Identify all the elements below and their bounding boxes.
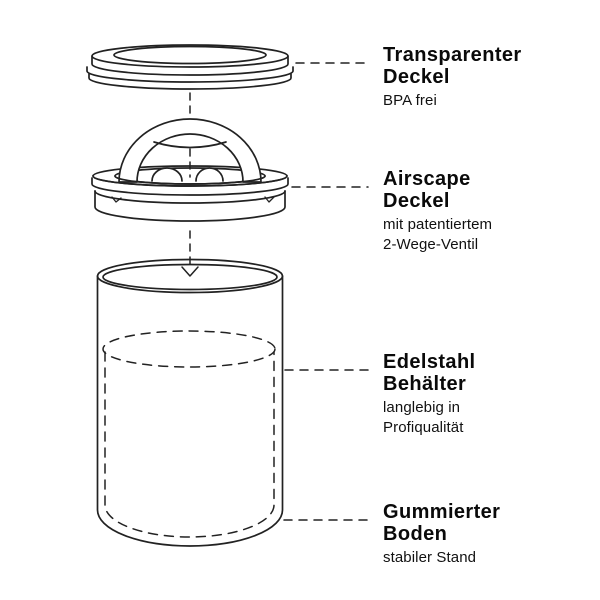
inner-wall-top-dashed (102, 330, 276, 368)
label-subtitle-line: stabiler Stand (383, 549, 477, 566)
leader-lines (283, 62, 372, 521)
container-rim-inner (102, 263, 278, 291)
label-title: Edelstahl Behälter (383, 351, 583, 395)
arrow-head (181, 266, 199, 277)
skirt-notch-left (111, 196, 122, 203)
transparent-lid-drawing (86, 44, 294, 90)
airscape-lid-drawing (91, 118, 289, 222)
label-title-line: Deckel (383, 66, 450, 88)
lid-inner-rim (113, 45, 267, 65)
label-title-line: Behälter (383, 373, 467, 395)
label-subtitle-line: 2-Wege-Ventil (383, 236, 479, 253)
inner-wall-dashed (104, 351, 275, 538)
label-transparent-lid: Transparenter Deckel BPA frei (383, 44, 583, 111)
valve-bump-left (151, 167, 183, 182)
container-drawing (96, 258, 284, 547)
label-subtitle: langlebig in Profiqualität (383, 398, 583, 438)
label-base: Gummierter Boden stabiler Stand (383, 501, 583, 568)
label-title: Transparenter Deckel (383, 44, 583, 88)
label-subtitle: mit patentiertem 2-Wege-Ventil (383, 215, 583, 255)
skirt-notch-right (264, 196, 275, 203)
lid-rim-side (91, 55, 289, 76)
label-title: Gummierter Boden (383, 501, 583, 545)
label-subtitle-line: langlebig in (383, 399, 461, 416)
lid-gasket-ring-lower (88, 73, 292, 90)
container-body-outline (96, 275, 284, 547)
airscape-middle-ring (91, 177, 289, 196)
label-subtitle-line: Profiqualität (383, 419, 464, 436)
handle-inner-curve (153, 141, 227, 149)
label-title-line: Gummierter (383, 501, 501, 523)
airscape-skirt-top-edge (94, 190, 286, 204)
airscape-rim-front-inner (114, 175, 266, 185)
label-container: Edelstahl Behälter langlebig in Profiqua… (383, 351, 583, 438)
label-title-line: Deckel (383, 190, 450, 212)
label-subtitle-line: BPA frei (383, 92, 437, 109)
label-title-line: Transparenter (383, 44, 522, 66)
label-subtitle-line: mit patentiertem (383, 216, 493, 233)
airscape-skirt (94, 190, 286, 222)
label-subtitle: stabiler Stand (383, 548, 583, 568)
valve-bump-right (195, 167, 224, 182)
label-title-line: Airscape (383, 168, 471, 190)
label-title-line: Edelstahl (383, 351, 476, 373)
label-subtitle: BPA frei (383, 91, 583, 111)
airscape-rim-front-outer (92, 175, 288, 187)
label-airscape-lid: Airscape Deckel mit patentiertem 2-Wege-… (383, 168, 583, 255)
label-title-line: Boden (383, 523, 448, 545)
label-title: Airscape Deckel (383, 168, 583, 212)
handle-arch (118, 118, 262, 183)
lid-gasket-ring-upper (86, 66, 294, 83)
explode-axis-arrow (181, 92, 199, 277)
